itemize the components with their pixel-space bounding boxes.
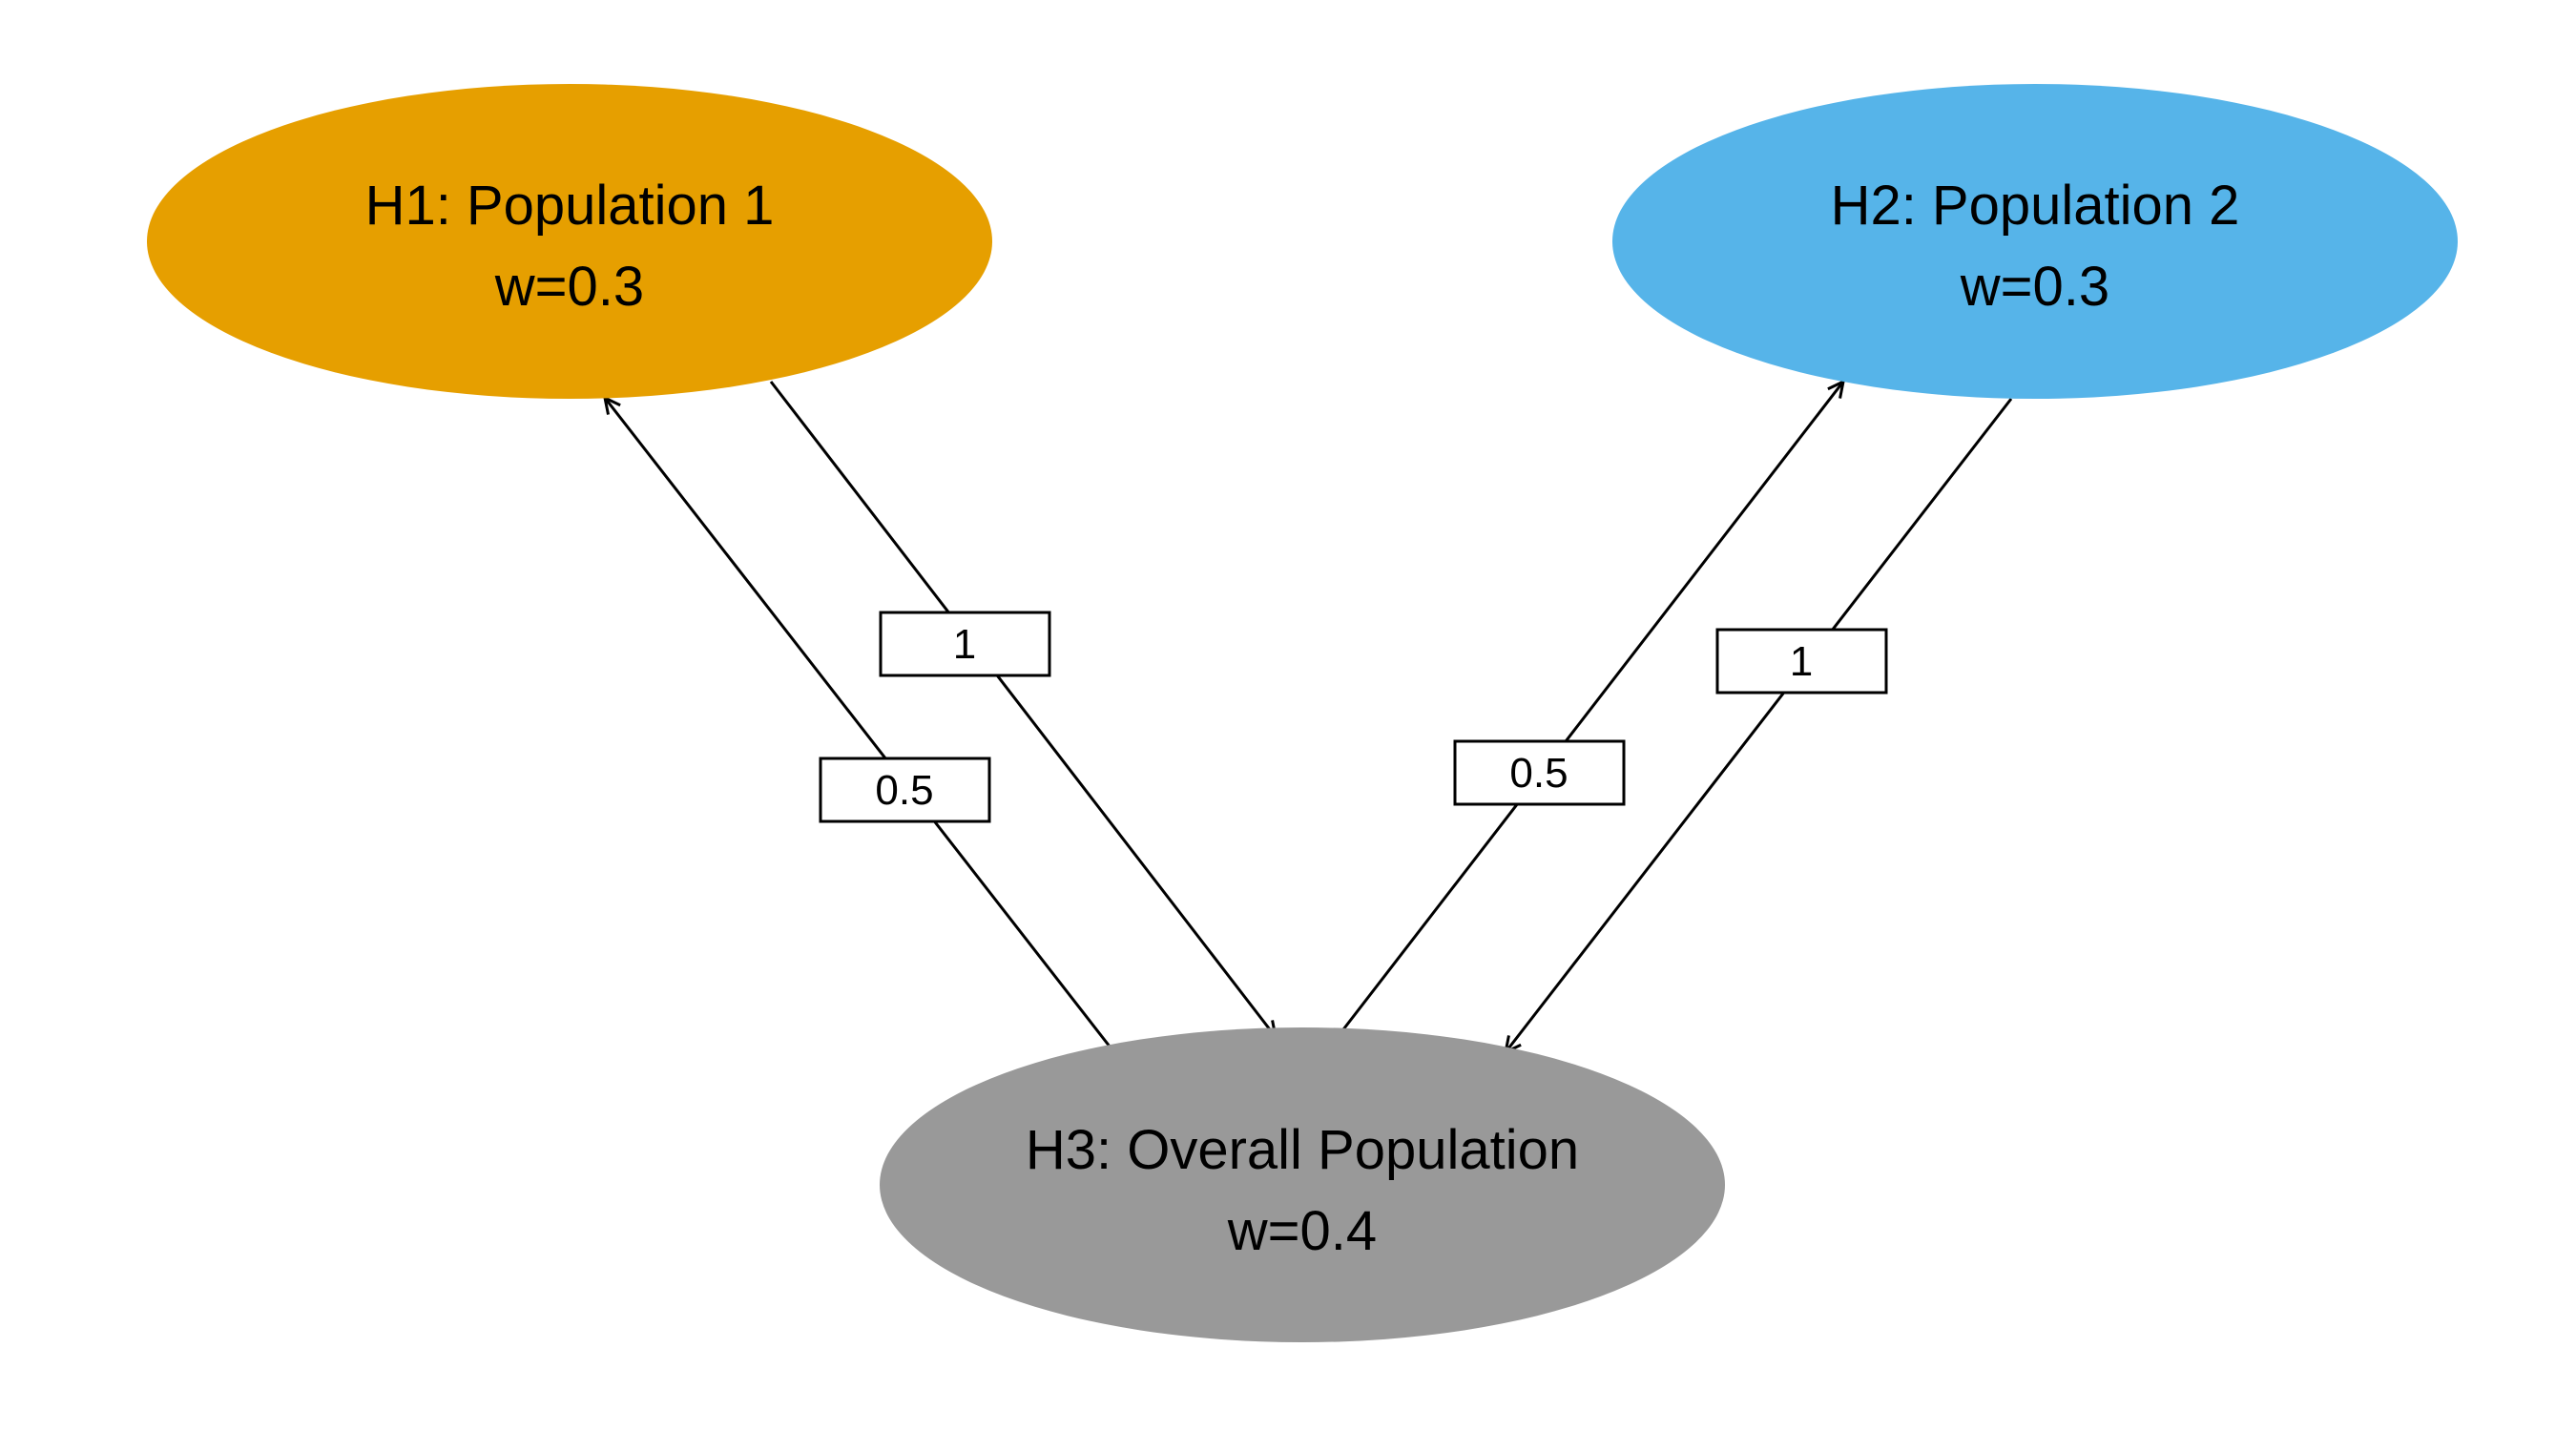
node-h1: H1: Population 1 w=0.3 (147, 84, 992, 399)
edge-line-h2-to-h3 (1506, 398, 2013, 1052)
node-h2-ellipse (1612, 84, 2458, 399)
edge-h3-to-h1: 0.5 (605, 398, 1115, 1052)
node-h1-weight: w=0.3 (494, 256, 644, 318)
node-h3: H3: Overall Population w=0.4 (880, 1027, 1725, 1342)
edge-h2-to-h3: 1 (1506, 398, 2013, 1052)
edges: 1 0.5 1 0.5 (605, 381, 2013, 1052)
edge-label-h3-to-h2: 0.5 (1509, 750, 1568, 797)
nodes: H1: Population 1 w=0.3 H2: Population 2 … (147, 84, 2458, 1342)
edge-label-h3-to-h1: 0.5 (875, 767, 933, 814)
node-h2: H2: Population 2 w=0.3 (1612, 84, 2458, 399)
edge-label-h1-to-h3: 1 (953, 621, 976, 668)
edge-label-h2-to-h3: 1 (1790, 638, 1813, 685)
edge-line-h3-to-h2 (1339, 382, 1843, 1034)
node-h3-ellipse (880, 1027, 1725, 1342)
edge-label-box (819, 757, 991, 823)
edge-label-box (1453, 739, 1626, 806)
edge-line-h1-to-h3 (769, 381, 1276, 1037)
node-h1-ellipse (147, 84, 992, 399)
edge-label-box (1715, 628, 1888, 695)
edge-h3-to-h2: 0.5 (1339, 382, 1843, 1034)
node-h2-name: H2: Population 2 (1831, 175, 2240, 237)
node-h3-name: H3: Overall Population (1026, 1119, 1579, 1181)
edge-line-h3-to-h1 (605, 398, 1115, 1052)
edge-h1-to-h3: 1 (769, 381, 1276, 1037)
edge-label-box (879, 611, 1051, 677)
node-h3-weight: w=0.4 (1227, 1200, 1377, 1262)
node-h1-name: H1: Population 1 (365, 175, 775, 237)
node-h2-weight: w=0.3 (1960, 256, 2109, 318)
